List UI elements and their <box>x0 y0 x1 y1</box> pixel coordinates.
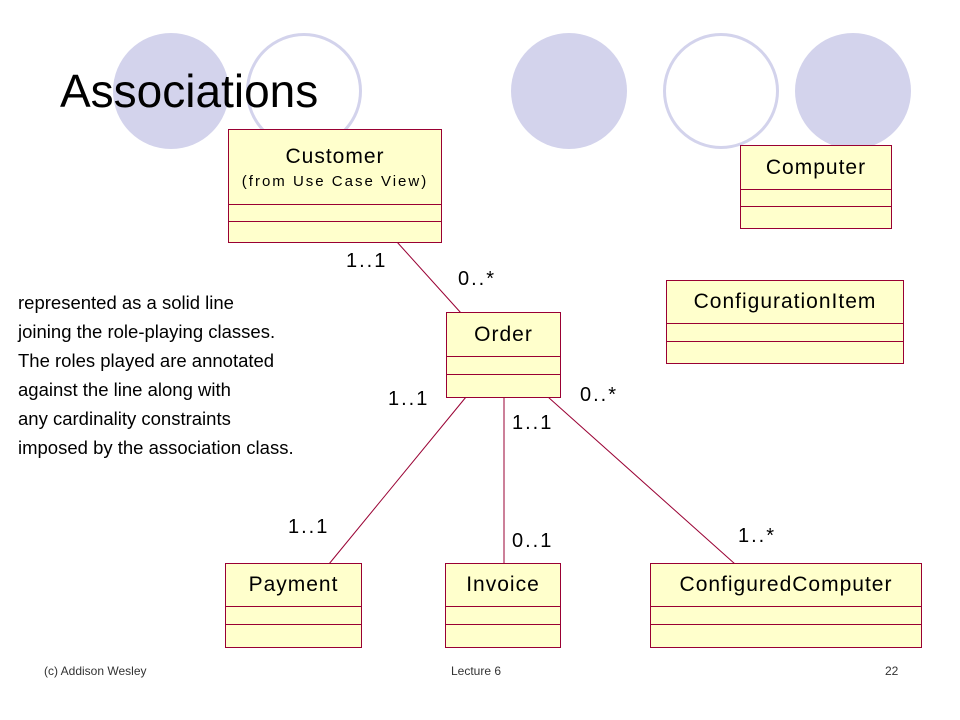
class-customer[interactable]: Customer (from Use Case View) <box>228 129 442 243</box>
class-computer-operations <box>741 207 891 228</box>
mult-configured-end: 1..* <box>738 525 777 547</box>
class-configuration-item[interactable]: ConfigurationItem <box>666 280 904 364</box>
class-invoice-attributes <box>446 607 560 625</box>
class-customer-stereotype: (from Use Case View) <box>241 172 429 190</box>
note-line: represented as a solid line <box>18 292 234 313</box>
note-line: imposed by the association class. <box>18 437 294 458</box>
deco-ring-2 <box>663 33 779 149</box>
class-order[interactable]: Order <box>446 312 561 398</box>
class-customer-name: Customer <box>285 144 385 168</box>
mult-customer-end: 1..1 <box>346 250 388 272</box>
deco-circle-3 <box>795 33 911 149</box>
mult-order-payment-end: 1..1 <box>388 388 430 410</box>
class-payment-operations <box>226 625 361 647</box>
class-computer[interactable]: Computer <box>740 145 892 229</box>
note-line: against the line along with <box>18 379 231 400</box>
class-computer-name: Computer <box>765 155 867 179</box>
class-payment-attributes <box>226 607 361 625</box>
class-order-operations <box>447 375 560 397</box>
explanation-text: represented as a solid line joining the … <box>18 288 294 462</box>
deco-circle-2 <box>511 33 627 149</box>
class-configuration-item-operations <box>667 342 903 363</box>
note-line: The roles played are annotated <box>18 350 275 371</box>
deco-circle-1 <box>113 33 229 149</box>
class-invoice-name: Invoice <box>466 573 540 596</box>
footer-left: (c) Addison Wesley <box>44 664 147 678</box>
note-line: joining the role-playing classes. <box>18 321 276 342</box>
footer-center: Lecture 6 <box>451 664 502 678</box>
mult-order-configured-end: 0..* <box>580 384 619 406</box>
assoc-order-payment <box>328 396 467 565</box>
class-configured-computer-attributes <box>651 607 921 625</box>
class-invoice-operations <box>446 625 560 647</box>
footer-page-number: 22 <box>885 664 899 678</box>
assoc-order-configured <box>547 396 736 565</box>
mult-order-customer-end: 0..* <box>458 268 497 290</box>
class-payment-name: Payment <box>248 573 339 596</box>
mult-payment-end: 1..1 <box>288 516 330 538</box>
class-computer-attributes <box>741 190 891 207</box>
mult-order-invoice-end: 1..1 <box>512 412 554 434</box>
assoc-customer-order <box>396 241 462 314</box>
class-configuration-item-attributes <box>667 324 903 342</box>
note-line: any cardinality constraints <box>18 408 231 429</box>
class-invoice[interactable]: Invoice <box>445 563 561 648</box>
class-configured-computer[interactable]: ConfiguredComputer <box>650 563 922 648</box>
class-payment[interactable]: Payment <box>225 563 362 648</box>
class-configured-computer-operations <box>651 625 921 647</box>
class-customer-attributes <box>229 205 441 222</box>
class-order-attributes <box>447 357 560 375</box>
class-configured-computer-name: ConfiguredComputer <box>679 573 893 596</box>
class-customer-operations <box>229 222 441 242</box>
mult-invoice-end: 0..1 <box>512 530 554 552</box>
slide-title: Associations <box>60 65 319 117</box>
class-configuration-item-name: ConfigurationItem <box>693 290 877 313</box>
class-order-name: Order <box>474 322 533 346</box>
